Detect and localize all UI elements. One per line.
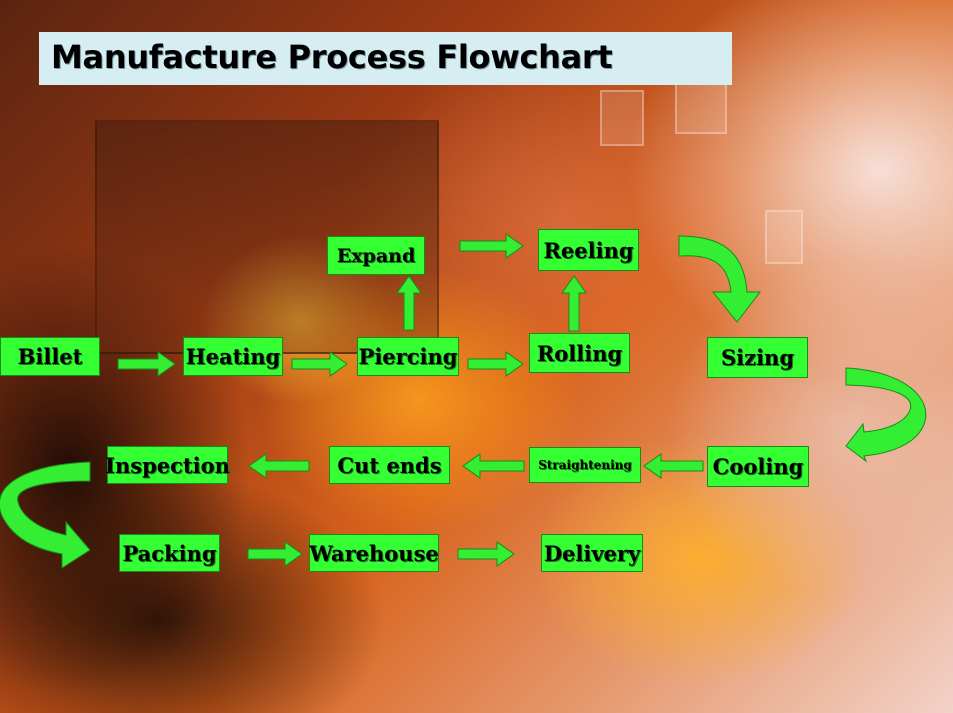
arrow-cutends-inspection: [248, 453, 310, 479]
node-rolling: Rolling: [529, 333, 630, 373]
node-cut-ends: Cut ends: [329, 446, 450, 484]
node-delivery: Delivery: [541, 534, 643, 572]
node-expand: Expand: [327, 236, 425, 275]
node-cooling: Cooling: [707, 446, 809, 487]
node-warehouse: Warehouse: [309, 534, 439, 572]
arrow-piercing-expand: [396, 275, 422, 331]
arrow-warehouse-delivery: [457, 541, 515, 567]
arrow-piercing-rolling: [467, 351, 524, 377]
arrow-cooling-straightening: [643, 453, 704, 479]
arrow-reeling-sizing: [678, 235, 762, 323]
node-sizing: Sizing: [707, 337, 808, 378]
arrow-expand-reeling: [459, 233, 524, 259]
factory-window: [600, 90, 644, 146]
title-banner: Manufacture Process Flowchart: [39, 32, 732, 85]
arrow-straightening-cutends: [462, 453, 525, 479]
node-straightening: Straightening: [529, 447, 641, 483]
node-billet: Billet: [0, 337, 100, 376]
arrow-inspection-packing: [0, 461, 91, 569]
arrow-billet-heating: [117, 351, 176, 377]
node-inspection: Inspection: [105, 446, 230, 484]
arrow-sizing-cooling: [845, 367, 927, 463]
node-packing: Packing: [119, 534, 220, 572]
node-heating: Heating: [183, 337, 283, 376]
arrow-packing-warehouse: [247, 541, 303, 567]
page-title: Manufacture Process Flowchart: [51, 38, 613, 76]
node-reeling: Reeling: [538, 229, 639, 271]
arrow-heating-piercing: [291, 351, 348, 377]
arrow-rolling-reeling: [561, 275, 587, 332]
node-piercing: Piercing: [357, 337, 459, 376]
factory-window: [765, 210, 803, 264]
